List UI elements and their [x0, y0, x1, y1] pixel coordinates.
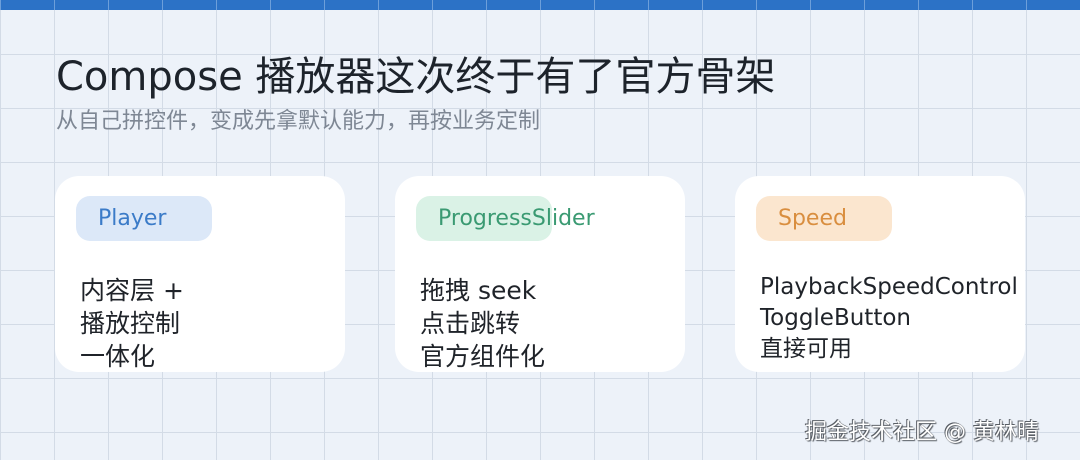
description-line: 直接可用 — [760, 336, 852, 362]
tag-pill — [76, 196, 212, 241]
description-line: 内容层 + — [80, 276, 184, 305]
description-line: PlaybackSpeedControl — [760, 274, 1018, 300]
card-description: PlaybackSpeedControl ToggleButton 直接可用 — [760, 272, 1018, 365]
description-line: 拖拽 seek — [420, 276, 537, 305]
tag-pill — [416, 196, 552, 241]
card-description: 内容层 + 播放控制 一体化 — [80, 274, 184, 373]
page-subtitle: 从自己拼控件，变成先拿默认能力，再按业务定制 — [56, 109, 541, 134]
description-line: 播放控制 — [80, 309, 181, 338]
description-line: 官方组件化 — [420, 342, 546, 371]
tag-pill — [756, 196, 892, 241]
page-title: Compose 播放器这次终于有了官方骨架 — [56, 54, 776, 100]
description-line: 一体化 — [80, 342, 156, 371]
tag-label: Player — [98, 206, 167, 231]
watermark: 掘金技术社区 @ 黄林晴 — [805, 420, 1039, 445]
card-progress-slider: ProgressSlider 拖拽 seek 点击跳转 官方组件化 — [395, 176, 685, 372]
description-line: ToggleButton — [760, 305, 911, 331]
description-line: 点击跳转 — [420, 309, 521, 338]
tag-label: Speed — [778, 206, 847, 231]
top-accent-bar — [0, 0, 1080, 10]
card-player: Player 内容层 + 播放控制 一体化 — [55, 176, 345, 372]
tag-label: ProgressSlider — [438, 206, 595, 231]
card-description: 拖拽 seek 点击跳转 官方组件化 — [420, 274, 545, 373]
card-speed: Speed PlaybackSpeedControl ToggleButton … — [735, 176, 1025, 372]
